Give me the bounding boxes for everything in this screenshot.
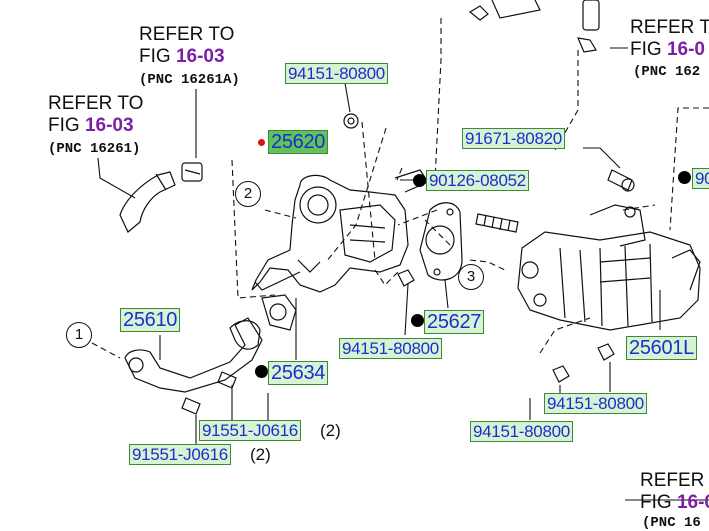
part-link-25601[interactable]: 25601L: [626, 336, 697, 360]
new-part-dot-90126: [413, 174, 426, 187]
mid-nut: [397, 269, 415, 287]
part-link-91551-J0616-lower[interactable]: 91551-J0616: [129, 444, 231, 465]
solid-leader-lines: [97, 47, 709, 501]
refer-note-d-fig-prefix: FIG: [640, 492, 677, 513]
refer-note-a-line1: REFER TO: [139, 24, 235, 45]
new-part-dot-25634: [255, 365, 268, 378]
refer-note-d-line1: REFER TO: [640, 470, 709, 491]
top-bolt: [343, 113, 359, 129]
part-link-25610[interactable]: 25610: [120, 308, 181, 332]
cooler-bolts: [552, 169, 635, 383]
quantity-91551-upper: (2): [320, 421, 341, 440]
part-link-91551-J0616-upper[interactable]: 91551-J0616: [199, 420, 301, 441]
refer-note-d-fig-link[interactable]: 16-0: [676, 492, 709, 513]
refer-note-b-line2: FIG 16-03: [48, 115, 134, 136]
gasket-25634: [261, 294, 297, 331]
part-link-94151-80800-right[interactable]: 94151-80800: [544, 393, 647, 414]
part-link-25634[interactable]: 25634: [268, 361, 329, 385]
egr-valve-assembly: [251, 169, 429, 293]
refer-note-a-fig-link[interactable]: 16-03: [175, 46, 225, 67]
selected-part-marker: [258, 139, 265, 146]
dashed-leader-lines: [91, 18, 709, 359]
flange-bolts: [181, 371, 237, 415]
part-link-94151-80800-top[interactable]: 94151-80800: [285, 63, 388, 84]
callout-circle-1: 1: [66, 322, 92, 348]
part-link-94151-80800-bottom[interactable]: 94151-80800: [470, 421, 573, 442]
stud-bolt: [475, 213, 519, 233]
refer-note-c-line1: REFER TO: [630, 17, 709, 38]
quantity-91551-lower: (2): [250, 445, 271, 464]
refer-note-c-line2: FIG 16-0: [630, 39, 705, 60]
part-link-90126-08052[interactable]: 90126-08052: [426, 170, 529, 191]
new-part-dot-90: [678, 171, 691, 184]
callout-circle-3: 3: [458, 264, 484, 290]
refer-note-b-fig-prefix: FIG: [48, 115, 85, 136]
top-hose-fittings: [468, 0, 600, 53]
callout-circle-2: 2: [235, 181, 261, 207]
refer-note-b-pnc: (PNC 16261): [48, 141, 141, 157]
refer-note-b-fig-link[interactable]: 16-03: [84, 115, 134, 136]
part-link-91671-80820[interactable]: 91671-80820: [462, 128, 565, 149]
refer-note-c-fig-prefix: FIG: [630, 39, 667, 60]
gasket-25627: [419, 202, 463, 281]
refer-note-c-fig-link[interactable]: 16-0: [666, 39, 705, 60]
part-link-25627[interactable]: 25627: [424, 310, 485, 334]
refer-note-b-line1: REFER TO: [48, 93, 144, 114]
egr-cooler-assembly: [517, 204, 701, 331]
refer-note-a-pnc: (PNC 16261A): [139, 72, 240, 88]
part-link-25620[interactable]: 25620: [268, 130, 329, 154]
refer-note-a-fig-prefix: FIG: [139, 46, 176, 67]
part-link-90-truncated[interactable]: 90: [692, 168, 709, 189]
refer-note-a-line2: FIG 16-03: [139, 46, 225, 67]
water-hose: [119, 162, 203, 233]
part-link-94151-80800-mid[interactable]: 94151-80800: [339, 338, 442, 359]
new-part-dot-25627: [411, 314, 424, 327]
refer-note-c-pnc: (PNC 162: [633, 64, 701, 80]
refer-note-d-pnc: (PNC 16: [642, 515, 701, 531]
refer-note-d-line2: FIG 16-0: [640, 492, 709, 513]
